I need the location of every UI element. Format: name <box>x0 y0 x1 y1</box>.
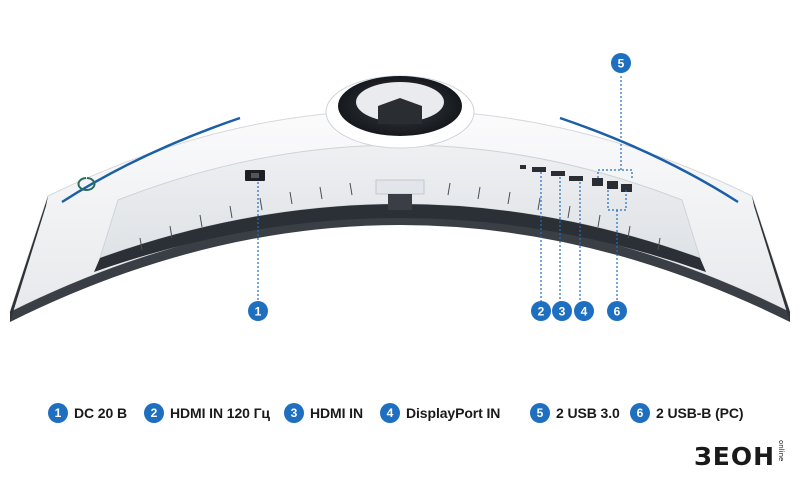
stand-mount <box>325 75 475 149</box>
logo-mark <box>77 177 96 191</box>
callout-marker-1: 1 <box>248 301 268 321</box>
brand-name: ЗЕОН <box>694 442 776 471</box>
callout-marker-4: 4 <box>574 301 594 321</box>
vent-slots <box>139 182 661 251</box>
brand-tagline: online <box>777 440 786 462</box>
legend-item-usb-b: 6 2 USB-B (PC) <box>630 400 744 426</box>
dc-port <box>245 170 265 181</box>
svg-text:4: 4 <box>581 305 588 319</box>
legend-badge: 6 <box>630 403 650 423</box>
callout-marker-6: 6 <box>607 301 627 321</box>
brand-logo: ЗЕОН online <box>694 436 786 471</box>
legend-label: 2 USB-B (PC) <box>656 405 744 421</box>
legend-label: 2 USB 3.0 <box>556 405 620 421</box>
callout-lines <box>257 74 633 302</box>
svg-text:3: 3 <box>559 305 566 319</box>
callout-marker-3: 3 <box>552 301 572 321</box>
legend-badge: 1 <box>48 403 68 423</box>
legend-label: DC 20 В <box>74 405 127 421</box>
svg-text:6: 6 <box>614 305 621 319</box>
legend-item-hdmi: 3 HDMI IN <box>284 400 363 426</box>
vent-grille <box>94 204 706 272</box>
svg-text:1: 1 <box>255 305 262 319</box>
legend-badge: 4 <box>380 403 400 423</box>
legend-badge: 3 <box>284 403 304 423</box>
legend-label: HDMI IN 120 Гц <box>170 405 270 421</box>
accent-strip-right <box>559 116 739 204</box>
legend-badge: 5 <box>530 403 550 423</box>
legend-badge: 2 <box>144 403 164 423</box>
svg-text:5: 5 <box>618 57 625 71</box>
accent-strip-left <box>61 116 241 204</box>
port-legend: 1 DC 20 В 2 HDMI IN 120 Гц 3 HDMI IN 4 D… <box>0 400 800 430</box>
port-cluster <box>520 165 632 192</box>
legend-label: DisplayPort IN <box>406 405 501 421</box>
svg-text:2: 2 <box>538 305 545 319</box>
legend-item-usb: 5 2 USB 3.0 <box>530 400 620 426</box>
callout-marker-5: 5 <box>611 53 631 73</box>
callout-marker-2: 2 <box>531 301 551 321</box>
legend-label: HDMI IN <box>310 405 363 421</box>
legend-item-displayport: 4 DisplayPort IN <box>380 400 500 426</box>
legend-item-hdmi-120: 2 HDMI IN 120 Гц <box>144 400 270 426</box>
legend-item-dc: 1 DC 20 В <box>48 400 127 426</box>
